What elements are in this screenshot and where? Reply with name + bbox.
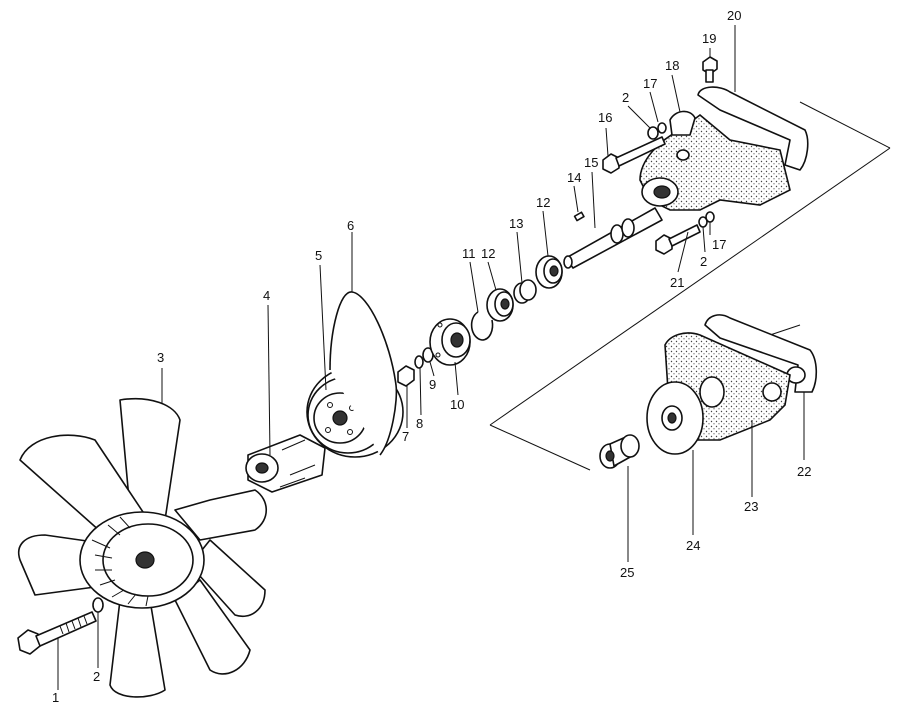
inlet-fitting xyxy=(599,434,640,469)
hub-flange xyxy=(429,318,471,366)
callout-3: 3 xyxy=(157,350,164,365)
callout-13: 13 xyxy=(509,216,523,231)
housing-plate-gasket xyxy=(704,314,818,393)
callout-19: 19 xyxy=(702,31,716,46)
callout-14: 14 xyxy=(567,170,581,185)
leader-lines xyxy=(57,25,805,690)
shaft-key xyxy=(573,211,585,222)
fan-blade xyxy=(109,599,166,698)
callout-5: 5 xyxy=(315,248,322,263)
washer-upper xyxy=(647,126,659,140)
bearing-spacer xyxy=(513,279,537,304)
housing-bolt-upper xyxy=(602,136,666,174)
callout-18: 18 xyxy=(665,58,679,73)
fan-blade xyxy=(189,539,266,617)
callout-24: 24 xyxy=(686,538,700,553)
callout-22: 22 xyxy=(797,464,811,479)
circlip xyxy=(470,311,494,341)
callout-20: 20 xyxy=(727,8,741,23)
fan-blade xyxy=(19,434,146,541)
fan-assembly xyxy=(18,397,268,698)
lock-washer xyxy=(414,355,424,369)
callout-25: 25 xyxy=(620,565,634,580)
callout-11: 11 xyxy=(462,246,476,261)
callout-labels: 1 2 3 4 5 6 7 8 9 10 11 12 12 13 14 15 1… xyxy=(52,8,811,705)
fan-blade xyxy=(174,489,268,541)
callout-6: 6 xyxy=(347,218,354,233)
impeller-disc xyxy=(646,381,704,455)
bearing-front xyxy=(486,288,514,322)
drive-shaft xyxy=(563,207,663,269)
v-belt xyxy=(329,291,398,456)
fan-spacer xyxy=(245,434,326,493)
spring-washer-upper xyxy=(657,122,667,134)
callout-9: 9 xyxy=(429,377,436,392)
fan-hub-ribs xyxy=(91,516,149,607)
callout-12a: 12 xyxy=(481,246,495,261)
callout-21: 21 xyxy=(670,275,684,290)
callout-12b: 12 xyxy=(536,195,550,210)
fan-blade xyxy=(174,579,251,675)
housing-bolt-lower xyxy=(655,224,701,255)
fan-washer xyxy=(92,597,104,613)
pulley-nut xyxy=(397,365,415,387)
callout-10: 10 xyxy=(450,397,464,412)
housing-stud xyxy=(702,56,718,83)
callout-17b: 17 xyxy=(712,237,726,252)
fan-bolt xyxy=(17,611,97,655)
callout-23: 23 xyxy=(744,499,758,514)
callout-2c: 2 xyxy=(700,254,707,269)
callout-1: 1 xyxy=(52,690,59,705)
callout-2: 2 xyxy=(93,669,100,684)
callout-7: 7 xyxy=(402,429,409,444)
pump-housing xyxy=(639,110,791,211)
callout-2b: 2 xyxy=(622,90,629,105)
bearing-rear xyxy=(535,255,563,289)
callout-8: 8 xyxy=(416,416,423,431)
callout-4: 4 xyxy=(263,288,270,303)
callout-15: 15 xyxy=(584,155,598,170)
callout-16: 16 xyxy=(598,110,612,125)
callout-17a: 17 xyxy=(643,76,657,91)
fan-blade xyxy=(119,397,181,521)
spring-washer-lower xyxy=(705,211,715,223)
housing-gasket xyxy=(697,86,809,171)
fan-hub-bore xyxy=(135,551,155,569)
